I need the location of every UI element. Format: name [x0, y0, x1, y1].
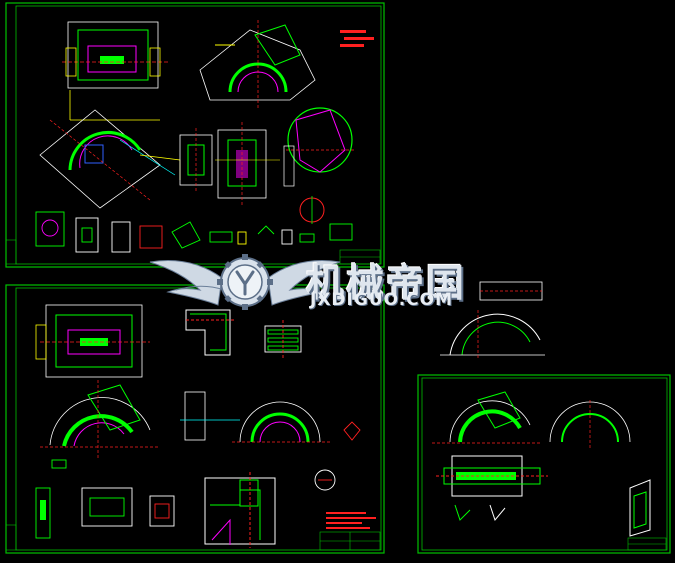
- part-arch-assembly-right: [180, 391, 330, 443]
- part-shaft-section: [204, 472, 276, 548]
- part-section-views: [179, 122, 280, 205]
- part-offsheet-assembly: [440, 281, 545, 360]
- red-annotation-block: [340, 30, 374, 47]
- part-arch-assembly-3b: [549, 400, 631, 450]
- wing-right-icon: [267, 260, 341, 306]
- watermark-cn: 机械帝国: [306, 261, 467, 305]
- part-detail-row: [35, 211, 353, 253]
- part-bearing-housing: [62, 21, 170, 121]
- part-arch-assembly-top: [199, 20, 316, 108]
- part-shaft-assembly-3: [436, 455, 548, 522]
- part-bearing-housing-2: [35, 304, 150, 378]
- part-bracket: [185, 309, 236, 356]
- watermark-logo: [149, 254, 341, 310]
- watermark-en: JXDIGUO.COM: [310, 290, 454, 310]
- part-small-details-2: [35, 421, 361, 539]
- gear-logo-icon: [217, 254, 273, 310]
- watermark-text: 机械帝国 JXDIGUO.COM: [300, 250, 490, 310]
- part-grid-detail: [264, 320, 302, 358]
- drawing-sheet-2: [5, 284, 385, 554]
- drawing-sheet-3: [417, 374, 671, 554]
- part-bracket-3: [629, 479, 651, 537]
- drawing-sheet-1: [5, 2, 385, 268]
- title-block: [5, 524, 381, 551]
- wing-left-icon: [149, 260, 225, 306]
- part-circle-detail: [283, 107, 355, 224]
- part-arch-assembly-3a: [432, 391, 540, 444]
- part-arch-assembly-left: [40, 380, 160, 460]
- title-block: [5, 239, 381, 265]
- red-notes: [326, 512, 376, 529]
- title-block: [627, 537, 667, 551]
- part-rotated-assembly: [39, 109, 181, 209]
